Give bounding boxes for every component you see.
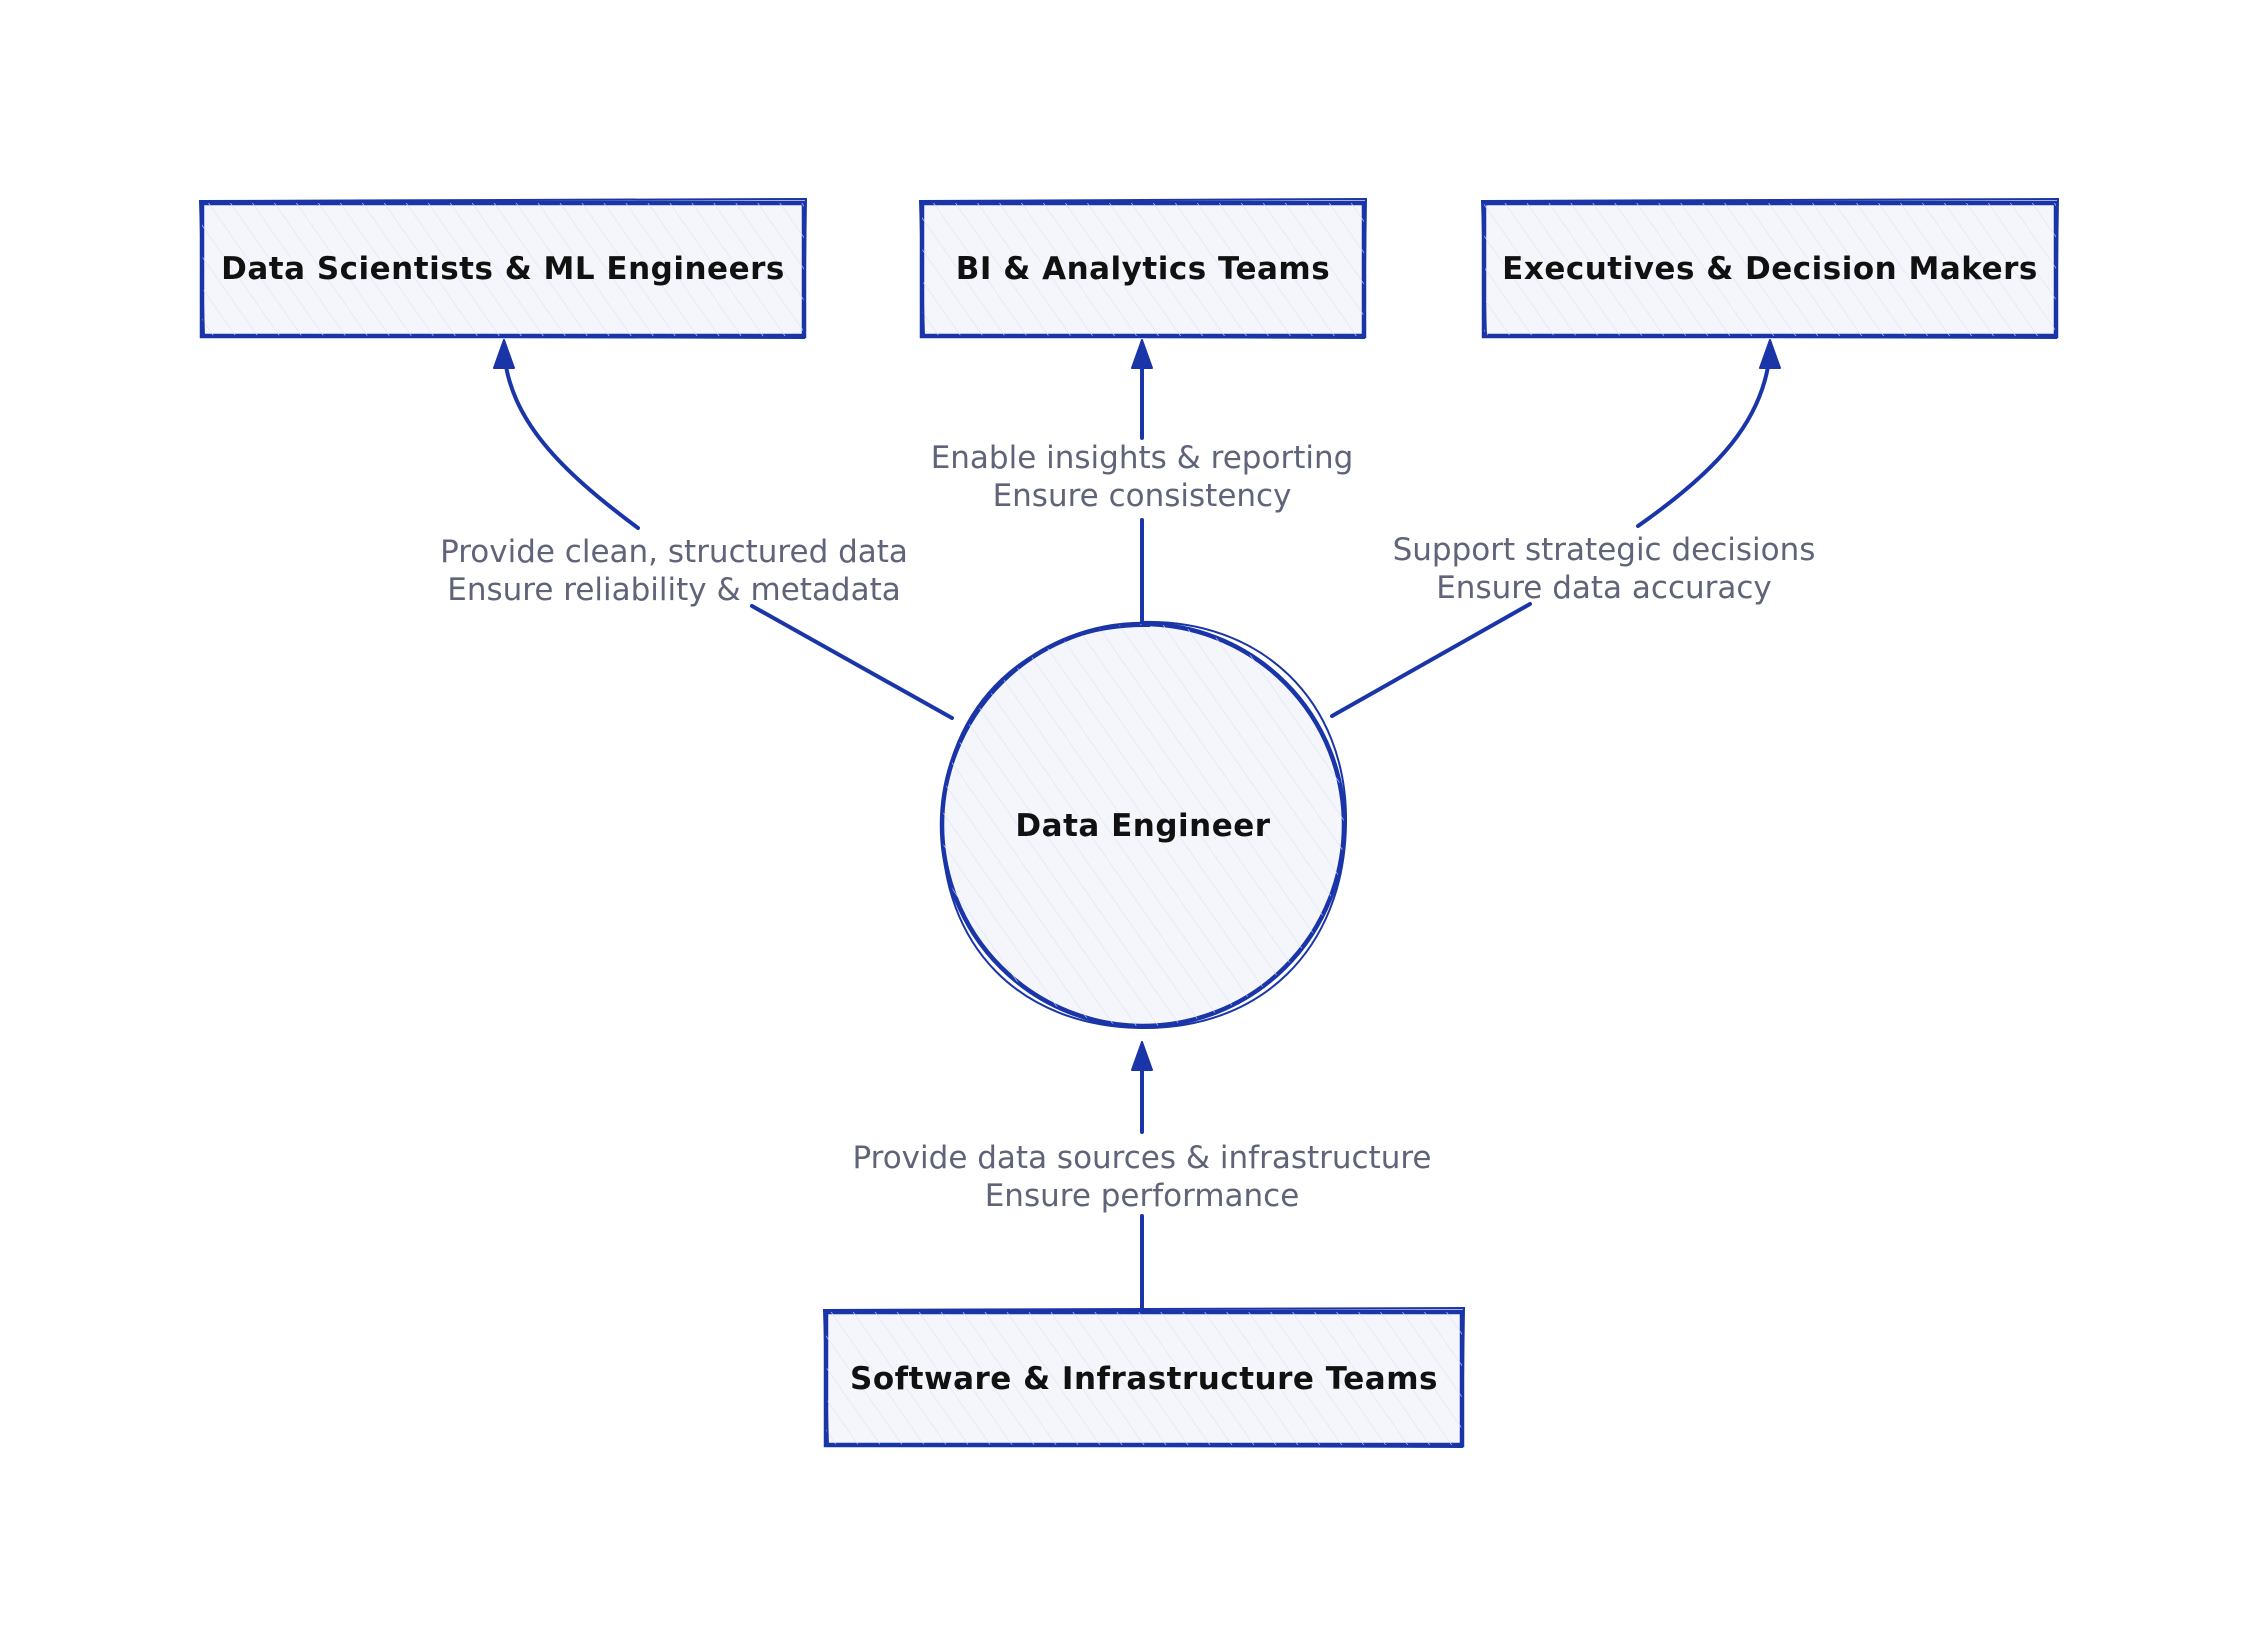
edge-line-ds-ml-upper [502, 350, 640, 530]
node-bi-label: BI & Analytics Teams [956, 251, 1330, 287]
arrowhead-software [1131, 1041, 1153, 1071]
arrowhead-exec [1759, 339, 1781, 369]
edge-to-bi [1131, 339, 1153, 622]
node-bi[interactable]: BI & Analytics Teams [918, 197, 1368, 340]
edge-label-software-line1: Provide data sources & infrastructure [853, 1140, 1432, 1176]
edge-label-software: Provide data sources & infrastructure En… [853, 1140, 1432, 1214]
node-exec[interactable]: Executives & Decision Makers [1480, 197, 2060, 340]
node-ds-ml-label: Data Scientists & ML Engineers [221, 251, 785, 287]
arrowhead-bi [1131, 339, 1153, 369]
edge-label-bi: Enable insights & reporting Ensure consi… [931, 440, 1354, 514]
edge-from-software [1131, 1041, 1153, 1312]
edge-label-ds-ml: Provide clean, structured data Ensure re… [440, 534, 908, 608]
edge-label-bi-line1: Enable insights & reporting [931, 440, 1354, 476]
node-software-label: Software & Infrastructure Teams [850, 1361, 1438, 1397]
edge-label-bi-line2: Ensure consistency [993, 478, 1292, 514]
edge-label-exec-line1: Support strategic decisions [1393, 532, 1816, 568]
node-exec-label: Executives & Decision Makers [1502, 251, 2038, 287]
edge-to-exec [1330, 339, 1781, 718]
node-data-engineer-label: Data Engineer [1015, 808, 1270, 844]
edge-line-ds-ml-lower [750, 604, 954, 720]
node-ds-ml[interactable]: Data Scientists & ML Engineers [198, 197, 808, 340]
node-software[interactable]: Software & Infrastructure Teams [822, 1306, 1466, 1449]
edge-line-exec-lower [1330, 602, 1532, 718]
node-data-engineer[interactable]: Data Engineer [939, 620, 1348, 1030]
edge-label-exec: Support strategic decisions Ensure data … [1393, 532, 1816, 606]
edge-to-ds-ml [493, 339, 954, 720]
edge-label-software-line2: Ensure performance [985, 1178, 1300, 1214]
edge-label-ds-ml-line2: Ensure reliability & metadata [447, 572, 901, 608]
edge-line-exec-upper [1636, 350, 1772, 528]
edge-label-ds-ml-line1: Provide clean, structured data [440, 534, 908, 570]
arrowhead-ds-ml [493, 339, 515, 369]
edge-label-exec-line2: Ensure data accuracy [1436, 570, 1772, 606]
